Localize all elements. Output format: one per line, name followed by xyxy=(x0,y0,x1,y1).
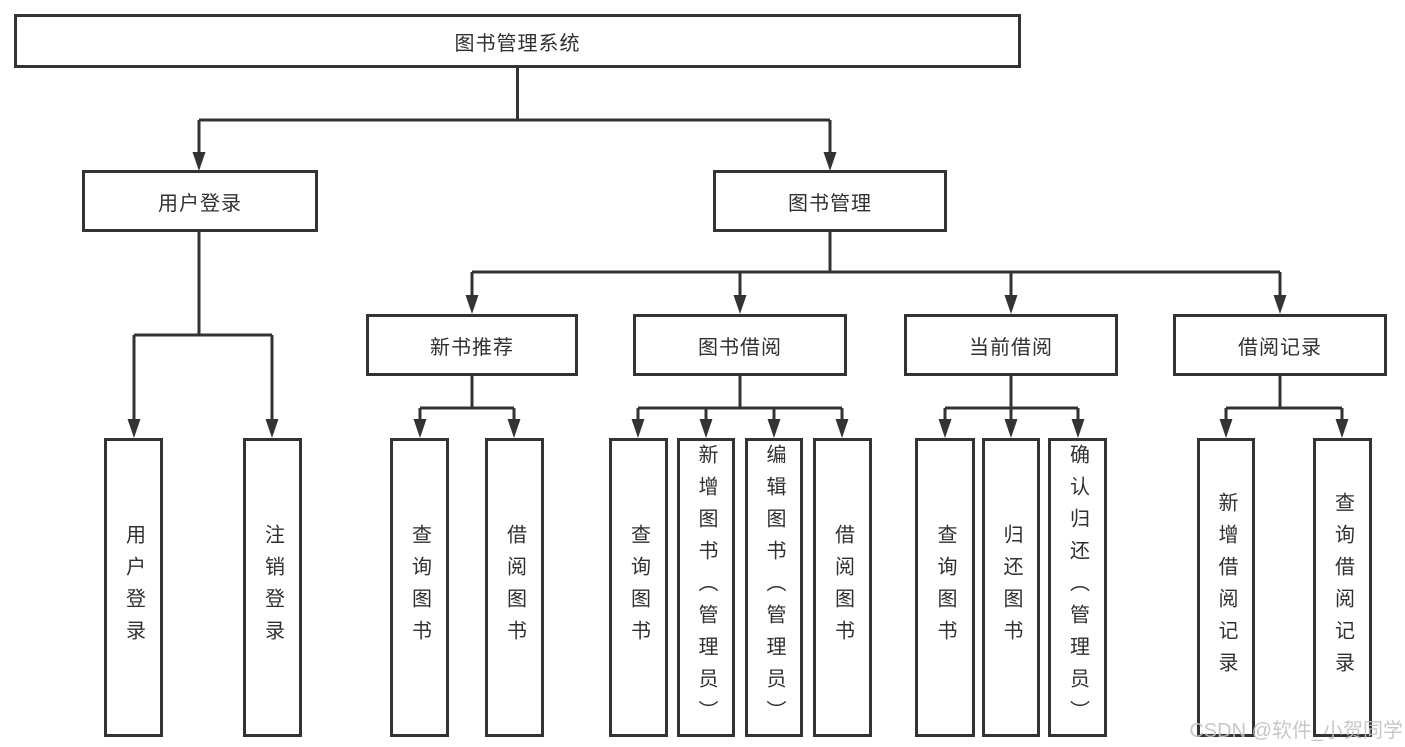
connector-new-book-recommend xyxy=(418,375,516,423)
arrow-down-icon xyxy=(465,295,479,314)
arrow-down-icon xyxy=(699,419,713,438)
connector-borrow-records xyxy=(1224,375,1344,423)
leaf-query-books-recommend: 查询图书 xyxy=(390,438,449,737)
leaf-edit-books-admin: 编辑图书（管理员） xyxy=(745,438,803,737)
arrow-down-icon xyxy=(1071,419,1085,438)
leaf-query-borrow-record: 查询借阅记录 xyxy=(1313,438,1372,737)
leaf-label: 查询图书 xyxy=(934,523,956,652)
leaf-label: 查询借阅记录 xyxy=(1331,491,1354,684)
arrow-down-icon xyxy=(1004,419,1018,438)
node-book-management: 图书管理 xyxy=(713,170,947,232)
connector-user-login xyxy=(132,231,274,423)
leaf-label: 查询图书 xyxy=(627,523,650,652)
arrow-down-icon xyxy=(1335,419,1349,438)
leaf-add-borrow-record: 新增借阅记录 xyxy=(1197,438,1255,737)
leaf-query-books-current: 查询图书 xyxy=(915,438,975,737)
arrow-down-icon xyxy=(127,419,141,438)
arrow-down-icon xyxy=(835,419,849,438)
leaf-confirm-return-admin: 确认归还（管理员） xyxy=(1048,438,1107,737)
leaf-query-books-borrow: 查询图书 xyxy=(609,438,668,737)
leaf-add-books-admin: 新增图书（管理员） xyxy=(677,438,735,737)
arrow-down-icon xyxy=(938,419,952,438)
leaf-label: 确认归还（管理员） xyxy=(1066,443,1089,732)
leaf-borrow-books-recommend: 借阅图书 xyxy=(485,438,544,737)
leaf-label: 借阅图书 xyxy=(831,523,854,652)
arrow-down-icon xyxy=(1219,419,1233,438)
node-user-login: 用户登录 xyxy=(82,170,318,232)
node-book-borrow: 图书借阅 xyxy=(633,314,847,376)
arrow-down-icon xyxy=(1004,295,1018,314)
node-current-borrow: 当前借阅 xyxy=(904,314,1118,376)
leaf-label: 编辑图书（管理员） xyxy=(763,443,785,732)
arrow-down-icon xyxy=(733,295,747,314)
leaf-label: 借阅图书 xyxy=(503,523,526,652)
connector-root xyxy=(197,67,832,156)
connector-book-borrow xyxy=(636,375,844,423)
leaf-label: 查询图书 xyxy=(408,523,431,652)
arrow-down-icon xyxy=(767,419,781,438)
leaf-logout: 注销登录 xyxy=(243,438,302,737)
node-library-management-system: 图书管理系统 xyxy=(14,14,1021,68)
node-new-book-recommend: 新书推荐 xyxy=(366,314,578,376)
arrow-down-icon xyxy=(631,419,645,438)
leaf-label: 注销登录 xyxy=(261,523,284,652)
leaf-return-books: 归还图书 xyxy=(982,438,1040,737)
arrow-down-icon xyxy=(192,152,206,171)
arrowheads xyxy=(127,152,1349,438)
arrow-down-icon xyxy=(823,152,837,171)
arrow-down-icon xyxy=(1273,295,1287,314)
csdn-watermark: CSDN @软件_小贺同学 xyxy=(1189,720,1403,742)
leaf-label: 归还图书 xyxy=(1000,523,1022,652)
arrow-down-icon xyxy=(413,419,427,438)
arrow-down-icon xyxy=(265,419,279,438)
leaf-label: 新增图书（管理员） xyxy=(695,443,717,732)
leaf-borrow-books: 借阅图书 xyxy=(813,438,872,737)
connector-current-borrow xyxy=(943,375,1080,423)
connector-book-management xyxy=(470,231,1282,298)
leaf-label: 新增借阅记录 xyxy=(1215,491,1237,684)
arrow-down-icon xyxy=(507,419,521,438)
leaf-user-login: 用户登录 xyxy=(104,438,163,737)
node-borrow-records: 借阅记录 xyxy=(1173,314,1387,376)
leaf-label: 用户登录 xyxy=(122,523,145,652)
